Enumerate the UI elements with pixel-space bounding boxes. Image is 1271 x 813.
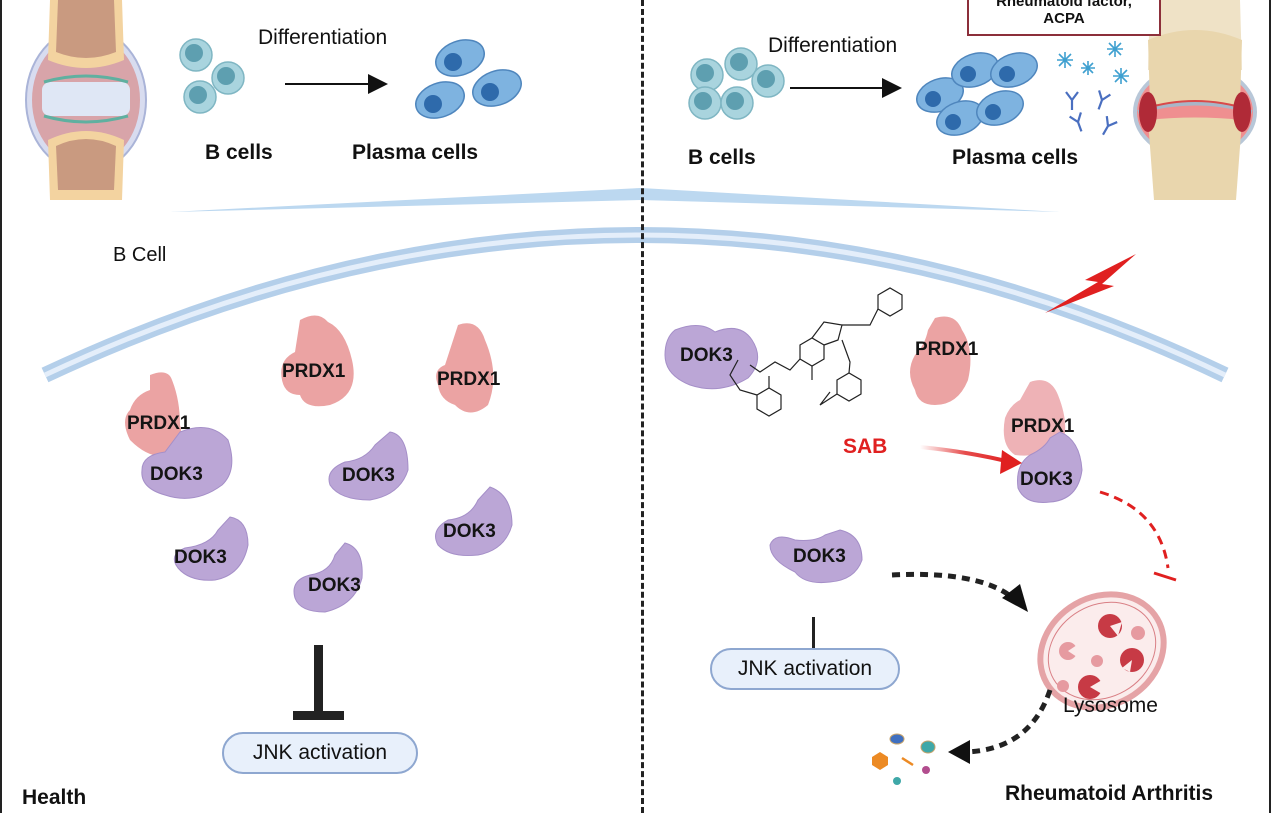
fragment-arrow xyxy=(964,689,1053,755)
lysosome-icon xyxy=(1037,591,1167,711)
cell-surface-wedge xyxy=(170,188,1060,212)
sab-arrowhead xyxy=(1000,450,1022,474)
b-cells-icon-health xyxy=(179,38,245,114)
prdx1-label: PRDX1 xyxy=(127,413,191,434)
differentiation-label-health: Differentiation xyxy=(258,26,388,49)
sab-molecule-structure xyxy=(729,287,903,417)
lysosome-label: Lysosome xyxy=(1063,694,1158,717)
dok3-label: DOK3 xyxy=(150,464,203,485)
dok3-complex-label: DOK3 xyxy=(1020,469,1073,490)
autoantibody-label-line1: Rheumatoid factor, xyxy=(996,0,1132,10)
panel-title-health: Health xyxy=(22,786,87,809)
dok3-label: DOK3 xyxy=(443,521,496,542)
antibody-icons xyxy=(1065,90,1118,136)
sab-label: SAB xyxy=(843,435,888,458)
jnk-activation-label: JNK activation xyxy=(737,657,873,680)
prdx1-complex-label: PRDX1 xyxy=(1011,416,1075,437)
plasma-cells-icon-health xyxy=(415,39,522,119)
plasma-cells-label-ra: Plasma cells xyxy=(952,146,1079,169)
fragment-arrowhead xyxy=(948,740,970,764)
prdx1-label: PRDX1 xyxy=(282,361,346,382)
jnk-activation-node-ra: JNK activation xyxy=(710,648,900,690)
b-cells-label-health: B cells xyxy=(205,141,273,164)
dok3-label: DOK3 xyxy=(680,345,733,366)
b-cells-label-ra: B cells xyxy=(688,146,756,169)
jnk-activation-node-health: JNK activation xyxy=(222,732,418,774)
prdx1-label: PRDX1 xyxy=(437,369,501,390)
plasma-cells-label-health: Plasma cells xyxy=(352,141,479,164)
protein-shapes-ra xyxy=(664,316,1083,583)
inhibition-symbol-health xyxy=(293,645,344,720)
dok3-label: DOK3 xyxy=(174,547,227,568)
plasma-cells-icon-ra xyxy=(916,52,1038,136)
prdx1-label: PRDX1 xyxy=(915,339,979,360)
dok3-label: DOK3 xyxy=(308,575,361,596)
healthy-joint-icon xyxy=(25,0,147,200)
degradation-arrowhead xyxy=(1002,584,1028,612)
frame-border-left xyxy=(0,0,2,813)
red-dashed-inhibition xyxy=(1099,490,1170,569)
degraded-fragments-icon xyxy=(872,733,936,785)
red-inhibition-bar xyxy=(1153,571,1177,582)
protein-shapes-health xyxy=(125,315,513,613)
panel-divider xyxy=(641,0,644,813)
frame-border-right xyxy=(1269,0,1271,813)
dok3-label: DOK3 xyxy=(342,465,395,486)
b-cells-icon-ra xyxy=(688,47,785,120)
autoantibody-label-line2: ACPA xyxy=(1043,9,1085,27)
panel-title-ra: Rheumatoid Arthritis xyxy=(1005,782,1214,805)
differentiation-label-ra: Differentiation xyxy=(768,34,898,57)
jnk-activation-label: JNK activation xyxy=(252,741,388,764)
inflamed-joint-icon xyxy=(1133,0,1257,200)
cytokine-icons xyxy=(1057,41,1129,84)
b-cell-label: B Cell xyxy=(113,244,167,266)
dok3-label: DOK3 xyxy=(793,546,846,567)
autoantibody-box: Rheumatoid factor, ACPA xyxy=(967,0,1161,36)
lightning-bolt-icon xyxy=(1045,254,1136,313)
degradation-pathway-arrow xyxy=(891,571,1022,607)
sab-arrow xyxy=(919,445,1011,464)
